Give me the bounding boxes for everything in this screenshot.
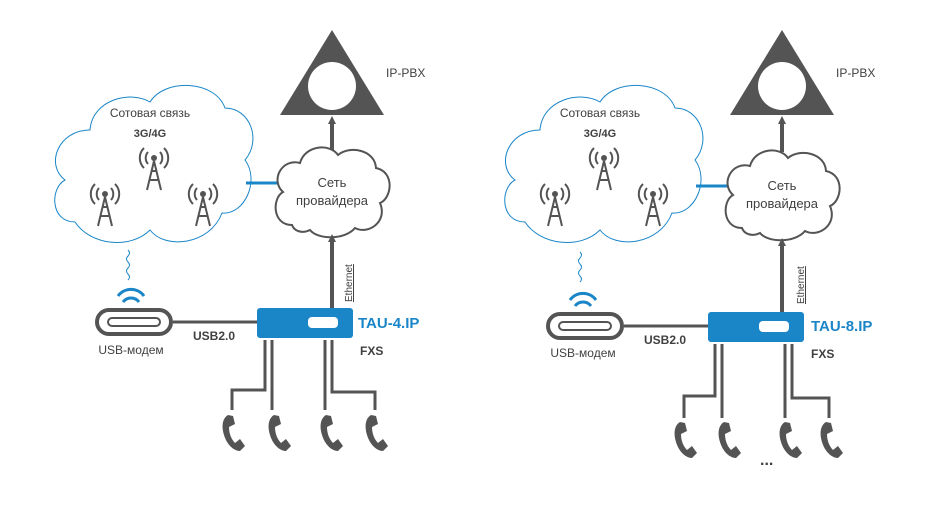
provider-label-line1: Сеть [768, 178, 797, 193]
phone-icon [320, 415, 343, 451]
cloud-title: Сотовая связь [110, 106, 190, 120]
diagram-left: IP-PBX Сотовая связь 3G/4G Сеть провайде… [54, 30, 425, 451]
provider-label-line1: Сеть [318, 175, 347, 190]
ip-pbx-label: IP-PBX [386, 66, 425, 80]
ip-pbx-label: IP-PBX [836, 66, 875, 80]
diagram-right: IP-PBX Сотовая связь 3G/4G Сеть провайде… [504, 30, 875, 469]
ethernet-label: Ethernet [344, 264, 355, 302]
fxs-label: FXS [360, 344, 383, 358]
tau-device-icon [708, 312, 804, 342]
fxs-lines [230, 340, 377, 410]
fxs-lines [682, 344, 831, 418]
usb-link-label: USB2.0 [193, 329, 235, 343]
phone-icon [268, 415, 291, 451]
cloud-subtitle: 3G/4G [134, 128, 166, 140]
phone-icon [718, 422, 741, 458]
ip-pbx-icon [280, 30, 384, 115]
usb-modem-icon [95, 287, 173, 336]
phone-icon [779, 422, 802, 458]
provider-label-line2: провайдера [746, 196, 819, 211]
fxs-label: FXS [811, 347, 834, 361]
wireless-link [126, 249, 130, 281]
ip-pbx-icon [730, 30, 834, 115]
provider-cloud-icon [274, 146, 391, 239]
phone-icon [820, 422, 843, 458]
usb-link-label: USB2.0 [644, 333, 686, 347]
device-name: TAU-8.IP [811, 318, 872, 335]
usb-modem-label: USB-модем [550, 346, 615, 360]
cloud-title: Сотовая связь [560, 106, 640, 120]
usb-modem-label: USB-модем [98, 343, 163, 357]
ethernet-label: Ethernet [796, 266, 807, 304]
tau-device-icon [257, 308, 353, 338]
ellipsis: ... [760, 452, 773, 469]
usb-modem-icon [546, 291, 624, 340]
provider-label-line2: провайдера [296, 193, 369, 208]
provider-cloud-icon [724, 149, 841, 242]
phone-icon [365, 415, 388, 451]
wireless-link [578, 251, 582, 283]
phone-icon [674, 422, 697, 458]
device-name: TAU-4.IP [358, 315, 419, 332]
phone-icon [222, 415, 245, 451]
cloud-subtitle: 3G/4G [584, 128, 616, 140]
